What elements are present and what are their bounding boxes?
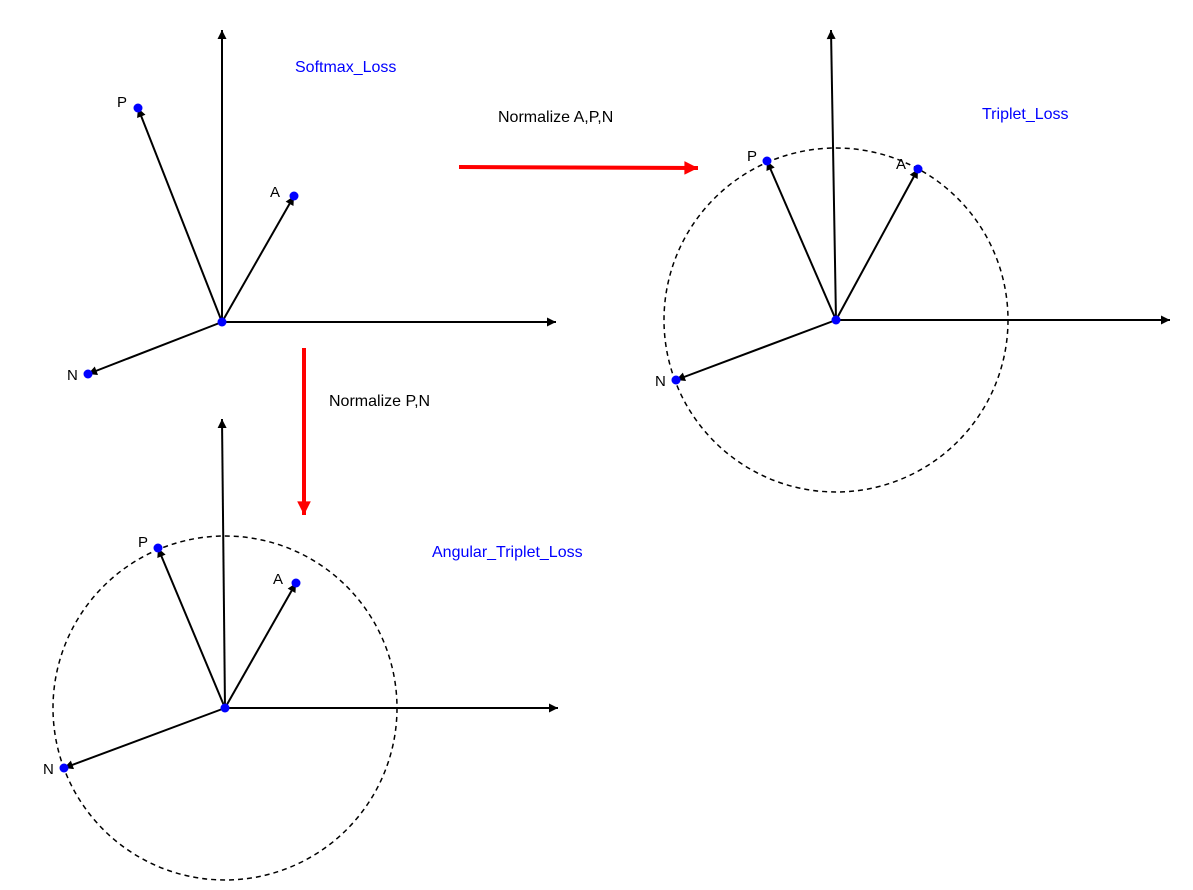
panel-triplet: P A N Triplet_Loss: [655, 29, 1170, 493]
vector-n: [675, 319, 837, 382]
panel-angular: P A N Angular_Triplet_Loss: [43, 418, 583, 881]
vector-a: [835, 168, 919, 321]
vector-p: [157, 547, 226, 709]
transform-to-angular: Normalize P,N: [297, 348, 430, 515]
label-a: A: [273, 571, 283, 588]
panel-softmax: P A N Softmax_Loss: [67, 30, 556, 384]
label-a: A: [896, 156, 906, 173]
point-n: [83, 369, 93, 379]
panel-title: Angular_Triplet_Loss: [432, 544, 583, 561]
origin-point: [831, 315, 841, 325]
y-axis: [826, 29, 837, 321]
vector-a: [221, 195, 295, 323]
point-p: [762, 156, 772, 166]
label-n: N: [67, 367, 78, 384]
point-p: [153, 543, 163, 553]
point-n: [59, 763, 69, 773]
point-n: [671, 375, 681, 385]
point-a: [913, 164, 923, 174]
transform-to-triplet: Normalize A,P,N: [458, 109, 699, 175]
red-arrow-right: [458, 161, 699, 175]
y-axis: [217, 418, 227, 709]
vector-p: [137, 107, 223, 323]
origin-point: [220, 703, 230, 713]
label-a: A: [270, 184, 280, 201]
label-n: N: [655, 373, 666, 390]
label-p: P: [117, 94, 127, 111]
point-p: [133, 103, 143, 113]
vector-n: [87, 321, 223, 375]
panel-title: Softmax_Loss: [295, 59, 396, 76]
transform-label: Normalize A,P,N: [498, 109, 613, 126]
origin-point: [217, 317, 227, 327]
vector-n: [63, 707, 226, 770]
panel-title: Triplet_Loss: [982, 106, 1069, 123]
label-p: P: [138, 534, 148, 551]
point-a: [289, 191, 299, 201]
vector-p: [766, 160, 837, 321]
label-p: P: [747, 148, 757, 165]
label-n: N: [43, 761, 54, 778]
point-a: [291, 578, 301, 588]
vector-a: [224, 582, 297, 709]
transform-label: Normalize P,N: [329, 393, 430, 410]
